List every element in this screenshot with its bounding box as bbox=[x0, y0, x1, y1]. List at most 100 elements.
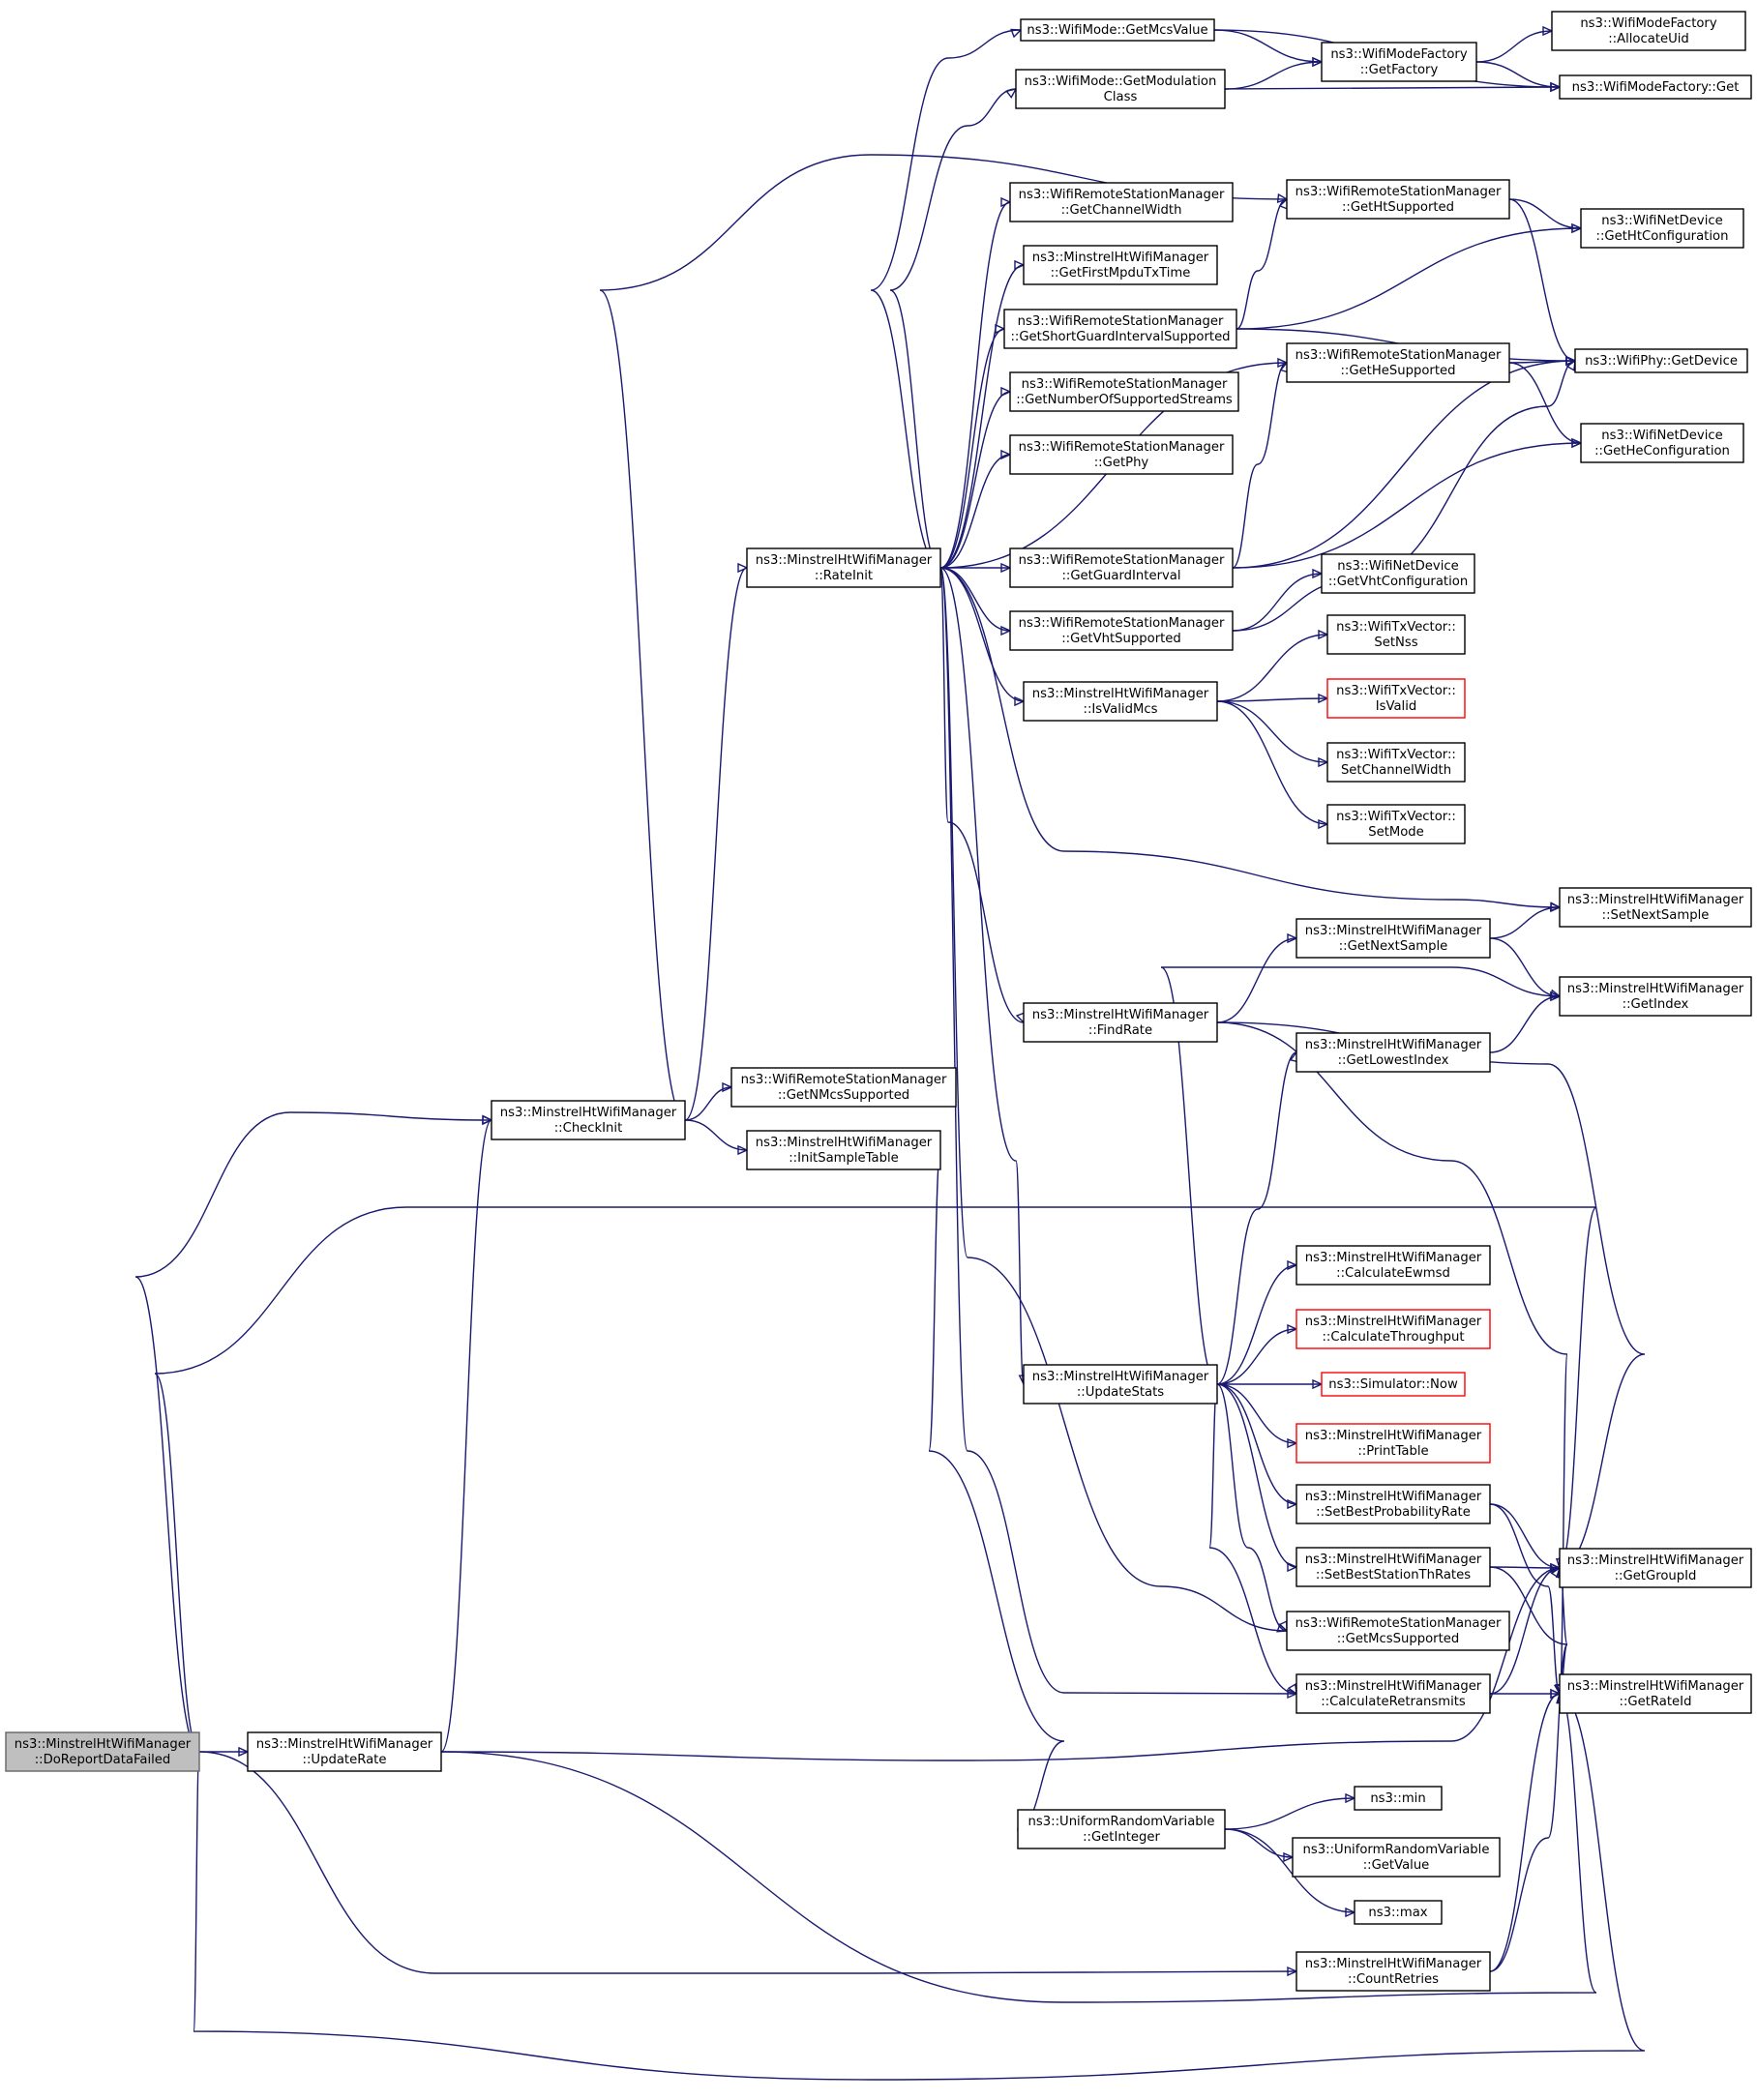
node-box bbox=[1020, 18, 1215, 42]
node-getvalue[interactable]: ns3::UniformRandomVariable::GetValue bbox=[1292, 1837, 1501, 1878]
node-printtable[interactable]: ns3::MinstrelHtWifiManager::PrintTable bbox=[1295, 1423, 1491, 1464]
node-label-line: IsValid bbox=[1376, 699, 1417, 714]
edge-findrate-to-getrateid bbox=[1216, 1021, 1568, 1696]
node-label-line: ns3::WifiRemoteStationManager bbox=[1295, 348, 1502, 363]
node-getchanwidth[interactable]: ns3::WifiRemoteStationManager::GetChanne… bbox=[1009, 182, 1234, 222]
node-gethe[interactable]: ns3::WifiRemoteStationManager::GetHeSupp… bbox=[1286, 342, 1510, 383]
node-label-line: ::GetVhtConfiguration bbox=[1328, 575, 1468, 589]
node-updatestats[interactable]: ns3::MinstrelHtWifiManager::UpdateStats bbox=[1023, 1364, 1218, 1405]
node-getheconf[interactable]: ns3::WifiNetDevice::GetHeConfiguration bbox=[1580, 423, 1744, 463]
node-nsmax[interactable]: ns3::max bbox=[1354, 1900, 1443, 1925]
node-countretries[interactable]: ns3::MinstrelHtWifiManager::CountRetries bbox=[1295, 1951, 1491, 1992]
node-setmode[interactable]: ns3::WifiTxVector::SetMode bbox=[1326, 804, 1466, 844]
node-label-line: ::GetMcsSupported bbox=[1337, 1632, 1460, 1646]
node-label-line: ::GetLowestIndex bbox=[1338, 1053, 1449, 1068]
node-box bbox=[1295, 1309, 1491, 1349]
node-getmcssupported[interactable]: ns3::WifiRemoteStationManager::GetMcsSup… bbox=[1286, 1611, 1510, 1651]
node-label-line: ::GetIndex bbox=[1623, 997, 1689, 1012]
node-getvht[interactable]: ns3::WifiRemoteStationManager::GetVhtSup… bbox=[1009, 610, 1234, 651]
node-getindex[interactable]: ns3::MinstrelHtWifiManager::GetIndex bbox=[1559, 976, 1752, 1017]
node-setbestprob[interactable]: ns3::MinstrelHtWifiManager::SetBestProba… bbox=[1295, 1484, 1491, 1524]
node-simnow[interactable]: ns3::Simulator::Now bbox=[1321, 1372, 1466, 1397]
node-getht[interactable]: ns3::WifiRemoteStationManager::GetHtSupp… bbox=[1286, 179, 1510, 220]
node-label-line: ns3::MinstrelHtWifiManager bbox=[1032, 1008, 1209, 1022]
node-setnextsample[interactable]: ns3::MinstrelHtWifiManager::SetNextSampl… bbox=[1559, 887, 1752, 928]
node-setnss[interactable]: ns3::WifiTxVector::SetNss bbox=[1326, 614, 1466, 655]
nodes-layer: ns3::MinstrelHtWifiManager::DoReportData… bbox=[5, 11, 1752, 1992]
node-getfirstmpdu[interactable]: ns3::MinstrelHtWifiManager::GetFirstMpdu… bbox=[1023, 245, 1218, 285]
node-label-line: ns3::WifiRemoteStationManager bbox=[1018, 314, 1224, 329]
node-factoryget[interactable]: ns3::WifiModeFactory::Get bbox=[1559, 74, 1752, 100]
node-label-line: ns3::WifiRemoteStationManager bbox=[1019, 553, 1225, 568]
node-updaterate[interactable]: ns3::MinstrelHtWifiManager::UpdateRate bbox=[247, 1731, 442, 1772]
node-box bbox=[1009, 434, 1234, 475]
node-getnmcs[interactable]: ns3::WifiRemoteStationManager::GetNMcsSu… bbox=[730, 1067, 957, 1108]
node-label-line: ::GetNMcsSupported bbox=[778, 1088, 909, 1103]
node-label-line: ns3::UniformRandomVariable bbox=[1028, 1815, 1215, 1829]
node-setbeststation[interactable]: ns3::MinstrelHtWifiManager::SetBestStati… bbox=[1295, 1547, 1491, 1587]
node-getgroupid[interactable]: ns3::MinstrelHtWifiManager::GetGroupId bbox=[1559, 1548, 1752, 1588]
edge-getgi-to-getheconf bbox=[1232, 437, 1583, 569]
node-getfactory[interactable]: ns3::WifiModeFactory::GetFactory bbox=[1321, 42, 1477, 82]
node-label-line: ::InitSampleTable bbox=[789, 1151, 899, 1166]
node-box bbox=[1023, 245, 1218, 285]
node-label-line: ::CalculateThroughput bbox=[1322, 1330, 1464, 1345]
node-doreport[interactable]: ns3::MinstrelHtWifiManager::DoReportData… bbox=[5, 1731, 200, 1772]
node-box bbox=[1326, 804, 1466, 844]
node-label-line: ns3::WifiRemoteStationManager bbox=[1022, 377, 1228, 392]
node-getvhtconf[interactable]: ns3::WifiNetDevice::GetVhtConfiguration bbox=[1321, 553, 1475, 594]
node-label-line: ::FindRate bbox=[1088, 1023, 1152, 1038]
node-isvalidmcs[interactable]: ns3::MinstrelHtWifiManager::IsValidMcs bbox=[1023, 681, 1218, 722]
node-label-line: ns3::MinstrelHtWifiManager bbox=[1305, 1251, 1482, 1265]
node-rateinit[interactable]: ns3::MinstrelHtWifiManager::RateInit bbox=[746, 547, 941, 588]
node-box bbox=[1295, 1547, 1491, 1587]
node-label-line: ::IsValidMcs bbox=[1084, 702, 1158, 717]
node-label-line: ns3::WifiTxVector:: bbox=[1336, 684, 1456, 698]
node-findrate[interactable]: ns3::MinstrelHtWifiManager::FindRate bbox=[1023, 1002, 1218, 1043]
node-getdevice[interactable]: ns3::WifiPhy::GetDevice bbox=[1574, 348, 1748, 373]
node-checkinit[interactable]: ns3::MinstrelHtWifiManager::CheckInit bbox=[491, 1100, 686, 1140]
edge-updatestats-to-getmcssupported bbox=[1216, 1383, 1288, 1633]
node-getnextsample[interactable]: ns3::MinstrelHtWifiManager::GetNextSampl… bbox=[1295, 918, 1491, 959]
node-label-line: ns3::WifiRemoteStationManager bbox=[1019, 188, 1225, 202]
edge-getfactory-to-factoryget bbox=[1475, 61, 1562, 93]
node-nsmin[interactable]: ns3::min bbox=[1354, 1786, 1443, 1811]
node-getnumstreams[interactable]: ns3::WifiRemoteStationManager::GetNumber… bbox=[1009, 371, 1239, 412]
node-label-line: ns3::WifiModeFactory bbox=[1330, 47, 1468, 62]
node-label-line: ::PrintTable bbox=[1357, 1444, 1428, 1459]
node-getsgi[interactable]: ns3::WifiRemoteStationManager::GetShortG… bbox=[1003, 309, 1237, 349]
node-initsample[interactable]: ns3::MinstrelHtWifiManager::InitSampleTa… bbox=[746, 1130, 941, 1170]
node-box bbox=[1286, 342, 1510, 383]
node-gethtconf[interactable]: ns3::WifiNetDevice::GetHtConfiguration bbox=[1580, 208, 1744, 249]
node-calcewmsd[interactable]: ns3::MinstrelHtWifiManager::CalculateEwm… bbox=[1295, 1245, 1491, 1286]
node-label-line: ns3::MinstrelHtWifiManager bbox=[756, 1136, 933, 1150]
node-calcretrans[interactable]: ns3::MinstrelHtWifiManager::CalculateRet… bbox=[1295, 1673, 1491, 1714]
node-getphy[interactable]: ns3::WifiRemoteStationManager::GetPhy bbox=[1009, 434, 1234, 475]
node-label-line: ns3::MinstrelHtWifiManager bbox=[1567, 1679, 1744, 1694]
edge-updatestats-to-calcretrans bbox=[1208, 1383, 1297, 1696]
node-box bbox=[1023, 1364, 1218, 1405]
edge-gethe-to-getheconf bbox=[1508, 362, 1583, 449]
node-getinteger[interactable]: ns3::UniformRandomVariable::GetInteger bbox=[1017, 1809, 1226, 1849]
node-label-line: ns3::MinstrelHtWifiManager bbox=[756, 553, 933, 568]
node-box bbox=[1559, 976, 1752, 1017]
node-label-line: ns3::WifiNetDevice bbox=[1601, 214, 1722, 228]
node-setchanwidth[interactable]: ns3::WifiTxVector::SetChannelWidth bbox=[1326, 742, 1466, 783]
node-getmcsvalue[interactable]: ns3::WifiMode::GetMcsValue bbox=[1020, 18, 1215, 42]
node-label-line: ns3::MinstrelHtWifiManager bbox=[1305, 924, 1482, 938]
node-allocuid[interactable]: ns3::WifiModeFactory::AllocateUid bbox=[1551, 11, 1746, 51]
node-label-line: ::DoReportDataFailed bbox=[35, 1753, 171, 1767]
edge-updatestats-to-calcewmsd bbox=[1216, 1259, 1298, 1385]
node-getlowestindex[interactable]: ns3::MinstrelHtWifiManager::GetLowestInd… bbox=[1295, 1032, 1491, 1073]
node-box bbox=[1574, 348, 1748, 373]
node-calcthroughput[interactable]: ns3::MinstrelHtWifiManager::CalculateThr… bbox=[1295, 1309, 1491, 1349]
node-label-line: ns3::MinstrelHtWifiManager bbox=[256, 1737, 433, 1752]
node-getrateid[interactable]: ns3::MinstrelHtWifiManager::GetRateId bbox=[1559, 1673, 1752, 1714]
node-getgi[interactable]: ns3::WifiRemoteStationManager::GetGuardI… bbox=[1009, 547, 1234, 588]
edge-isvalidmcs-to-setnss bbox=[1216, 629, 1329, 702]
node-label-line: ns3::MinstrelHtWifiManager bbox=[1305, 1679, 1482, 1694]
node-label-line: ns3::MinstrelHtWifiManager bbox=[1305, 1553, 1482, 1567]
node-isvalid[interactable]: ns3::WifiTxVector::IsValid bbox=[1326, 678, 1466, 719]
